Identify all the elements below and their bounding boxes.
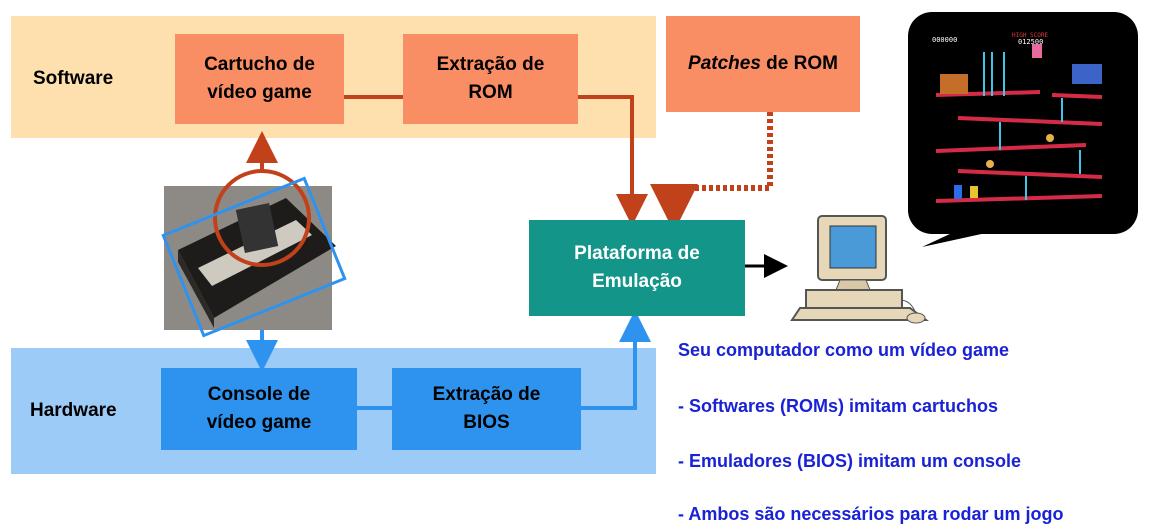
software-label: Software xyxy=(33,68,114,89)
extracao-rom-box: Extração de ROM xyxy=(403,34,578,124)
rom-to-plataforma-arrow xyxy=(578,95,648,226)
game-screenshot-bubble: 000000 HIGH SCORE 012500 xyxy=(908,12,1138,247)
svg-text:000000: 000000 xyxy=(932,36,957,44)
kong-sprite xyxy=(940,74,968,94)
patches-italic: Patches xyxy=(688,53,761,74)
cartucho-label: Cartucho de vídeo game xyxy=(204,54,315,103)
console-label: Console de vídeo game xyxy=(206,384,312,433)
extracao-rom-label: Extração de ROM xyxy=(436,54,545,103)
info-line-2: - Emuladores (BIOS) imitam um console xyxy=(678,451,1022,471)
cartucho-box: Cartucho de vídeo game xyxy=(175,34,344,124)
info-title: Seu computador como um vídeo game xyxy=(678,340,1010,360)
computer-icon xyxy=(790,215,929,324)
info-line-1: - Softwares (ROMs) imitam cartuchos xyxy=(678,396,999,416)
console-photo xyxy=(161,169,347,338)
svg-text:HIGH SCORE: HIGH SCORE xyxy=(1012,32,1049,39)
svg-text:012500: 012500 xyxy=(1018,38,1043,46)
patches-rest: de ROM xyxy=(760,53,838,74)
bios-to-plataforma-arrow xyxy=(581,310,651,410)
console-box: Console de vídeo game xyxy=(161,368,357,450)
patches-box: Patches de ROM xyxy=(666,16,860,112)
plataforma-label: Plataforma de Emulação xyxy=(574,243,700,292)
plataforma-box: Plataforma de Emulação xyxy=(529,220,745,316)
extracao-bios-label: Extração de BIOS xyxy=(432,384,541,433)
extracao-bios-box: Extração de BIOS xyxy=(392,368,581,450)
patches-label: Patches de ROM xyxy=(688,50,838,78)
hardware-label: Hardware xyxy=(30,400,117,421)
info-line-3: - Ambos são necessários para rodar um jo… xyxy=(678,504,1064,524)
patches-to-plataforma-arrow xyxy=(650,112,773,232)
